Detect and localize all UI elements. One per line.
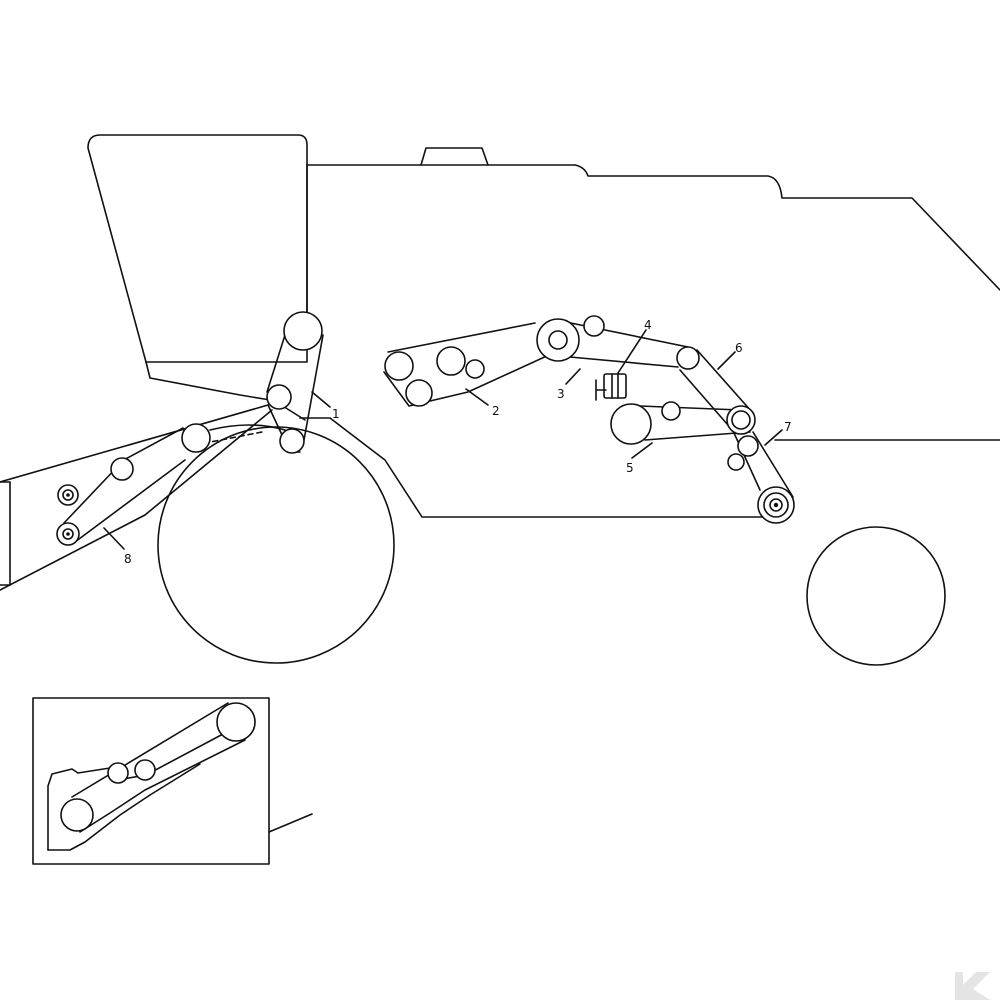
inset-drive-pulley — [60, 798, 94, 832]
front-wheel — [157, 426, 395, 664]
belt-3-6 — [536, 315, 753, 433]
callout-leaders — [103, 329, 783, 550]
callout-8: 8 — [124, 552, 132, 566]
belt-1-lower-pulley — [279, 428, 305, 454]
belt-2-idler-pulley — [465, 359, 485, 379]
belt-2-left-pulley — [384, 351, 414, 381]
belt-5 — [610, 401, 751, 445]
callout-3: 3 — [557, 387, 565, 401]
belt-7-small-pulley — [727, 453, 745, 471]
callout-1: 1 — [332, 407, 340, 421]
tensioner-4 — [595, 373, 627, 401]
belt-1-top-pulley — [283, 311, 323, 351]
belt-7-upper-pulley — [726, 405, 756, 435]
belt-1-mid-pulley — [266, 384, 292, 410]
callout-2: 2 — [492, 404, 500, 418]
belt-2-mid-pulley — [436, 346, 466, 376]
detail-inset — [32, 697, 313, 865]
callout-6: 6 — [735, 341, 743, 355]
callout-7: 7 — [784, 420, 792, 434]
belt-2 — [383, 322, 563, 407]
belt-8 — [56, 423, 286, 546]
main-drive-pulley — [536, 318, 580, 362]
callout-5: 5 — [626, 461, 634, 475]
belt-3-idler-pulley — [583, 315, 605, 337]
inset-idler-pulley-1 — [107, 762, 129, 784]
belt-1 — [266, 311, 324, 454]
belt-5-idler-pulley — [661, 401, 681, 421]
belt-8-upper-pulley — [181, 423, 211, 453]
rear-wheel — [806, 526, 946, 666]
machine-body-outline — [299, 147, 1000, 518]
belt-7-idler-pulley — [737, 435, 759, 457]
inset-idler-pulley-2 — [134, 759, 156, 781]
belt-8-idler-pulley — [110, 457, 134, 481]
inset-upper-pulley — [216, 702, 256, 742]
belt-6-upper-pulley — [676, 346, 700, 370]
k-brand-logo-icon — [955, 972, 990, 1000]
callout-4: 4 — [644, 318, 652, 332]
belt-7 — [726, 405, 795, 524]
header-feeder — [0, 404, 273, 591]
belt-5-large-pulley — [610, 403, 652, 445]
grain-tank — [87, 134, 308, 401]
belt-2-lower-pulley — [405, 379, 433, 407]
